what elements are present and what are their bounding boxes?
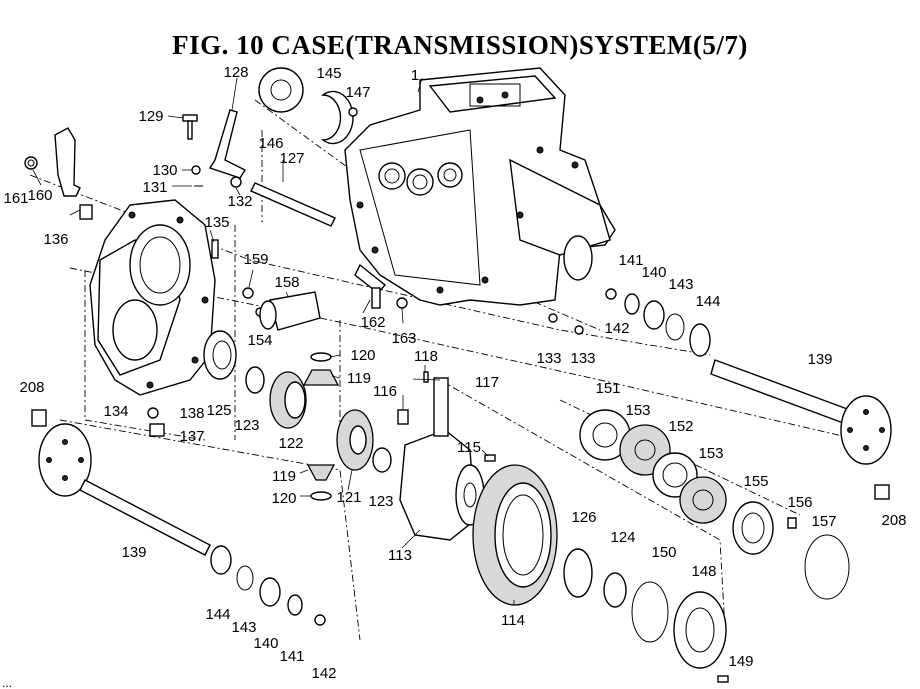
callout-139-right: 139 [807,351,832,368]
callout-146: 146 [258,135,283,152]
callout-122: 122 [278,435,303,452]
callout-158: 158 [274,274,299,291]
callout-120-lower: 120 [271,490,296,507]
callout-154: 154 [247,332,272,349]
callout-144-right: 144 [695,293,720,310]
ring-gear [472,464,558,606]
drawing-code: ... [2,676,13,689]
callout-114: 114 [501,612,525,629]
bearing-125 [203,330,265,394]
callout-1: 1 [411,67,419,84]
callout-140-right: 140 [641,264,666,281]
callout-145: 145 [316,65,341,82]
callout-141-right: 141 [618,252,643,269]
callout-139-left: 139 [121,544,146,561]
callout-130: 130 [152,162,177,179]
figure-title: FIG. 10 CASE(TRANSMISSION)SYSTEM(5/7) [172,30,748,60]
callout-121: 121 [336,489,361,506]
left-axle-housing [89,199,216,396]
shaft-and-plates [250,67,358,227]
callout-137: 137 [179,428,204,445]
callout-117: 117 [475,374,499,391]
callout-123-right: 123 [368,493,393,510]
callout-159: 159 [243,251,268,268]
callout-151: 151 [595,380,620,397]
callout-208-left: 208 [19,379,44,396]
callout-153-left: 153 [625,402,650,419]
transmission-case [344,67,616,306]
axle-shafts [38,359,892,626]
differential-gears [269,352,392,501]
callout-148: 148 [691,563,716,580]
callout-163: 163 [391,330,416,347]
callout-143-left: 143 [231,619,256,636]
callout-155: 155 [743,473,768,490]
callout-125: 125 [206,402,231,419]
callout-115: 115 [457,439,481,456]
callout-161: 161 [3,190,28,207]
callout-119-upper: 119 [347,370,371,387]
callout-150: 150 [651,544,676,561]
callout-143-right: 143 [668,276,693,293]
callout-152: 152 [668,418,693,435]
callout-127: 127 [279,150,304,167]
callout-144-left: 144 [205,606,230,623]
callout-128: 128 [223,64,248,81]
callout-134: 134 [103,403,128,420]
callout-116: 116 [373,383,397,400]
callout-157: 157 [811,513,836,530]
callout-113: 113 [388,547,412,564]
callout-208-right: 208 [881,512,906,529]
callout-120-upper: 120 [350,347,375,364]
callout-133-right: 133 [570,350,595,367]
callout-135: 135 [204,214,229,231]
callout-126: 126 [571,509,596,526]
leader-lines [32,77,515,605]
callout-133-left: 133 [536,350,561,367]
callout-149: 149 [728,653,753,670]
shift-fork-parts [24,109,247,197]
callout-160: 160 [27,187,52,204]
callout-132: 132 [227,193,252,210]
callout-labels: 1 113 114 115 116 117 118 119 119 120 12… [3,64,906,682]
callout-156: 156 [787,494,812,511]
callout-142-left: 142 [311,665,336,682]
callout-140-left: 140 [253,635,278,652]
callout-147: 147 [345,84,370,101]
callout-124: 124 [610,529,635,546]
callout-153-right: 153 [698,445,723,462]
callout-129: 129 [138,108,163,125]
small-fasteners [31,204,409,437]
callout-131: 131 [142,179,167,196]
callout-141-left: 141 [279,648,304,665]
callout-162: 162 [360,314,385,331]
brake-and-axle-parts [354,263,850,683]
callout-142-right: 142 [604,320,629,337]
callout-118: 118 [414,348,438,365]
callout-136: 136 [43,231,68,248]
callout-119-lower: 119 [272,468,296,485]
callout-123-left: 123 [234,417,259,434]
callout-138: 138 [179,405,204,422]
